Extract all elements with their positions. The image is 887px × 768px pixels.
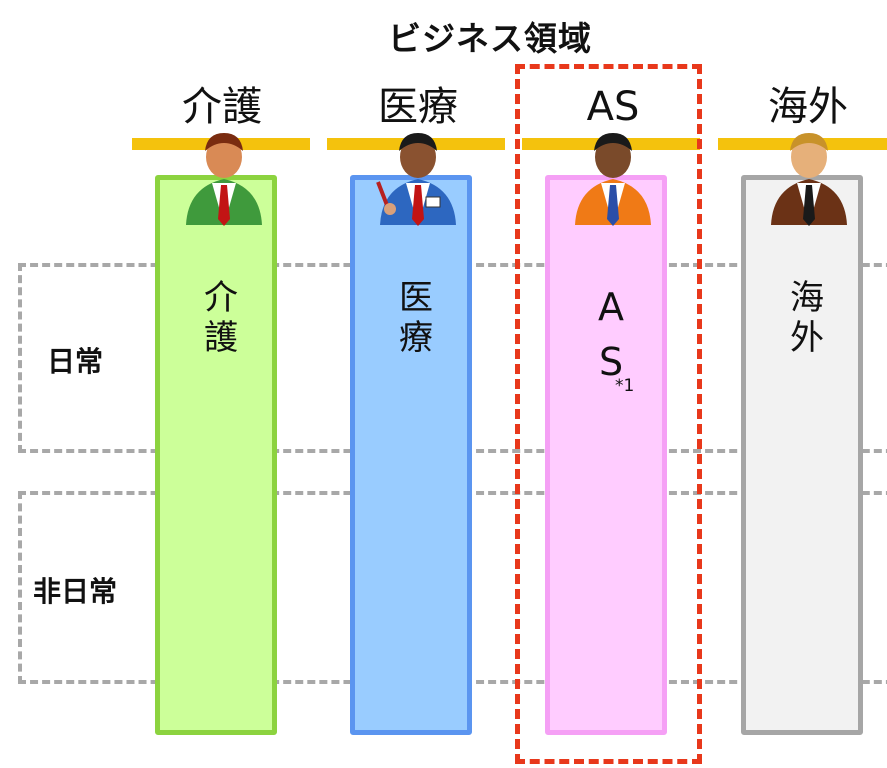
pillar-text-kaigai: 海 外 [790,278,824,358]
column-header-kaigo: 介護 [182,84,262,130]
row-label-non-daily: 非日常 [32,575,117,608]
pillar-text-kaigo: 介 護 [204,278,238,358]
as-highlight-frame [515,64,702,764]
column-header-kaigai: 海外 [768,84,848,130]
pillar-text-as: A S [598,285,624,384]
pillar-iryo [350,175,472,735]
column-header-as: AS [586,84,640,130]
pillar-kaigai [741,175,863,735]
column-header-iryo: 医療 [378,84,458,130]
person-icon [376,133,456,226]
pillar-kaigo [155,175,277,735]
person-icon [186,133,262,226]
pillar-text-iryo: 医 療 [399,278,433,358]
footnote-marker: *1 [615,376,635,396]
person-icon [575,133,651,226]
diagram-title: ビジネス領域 [388,19,592,58]
pillar-as [545,175,667,735]
person-icon [771,133,847,226]
row-label-daily: 日常 [46,345,103,378]
